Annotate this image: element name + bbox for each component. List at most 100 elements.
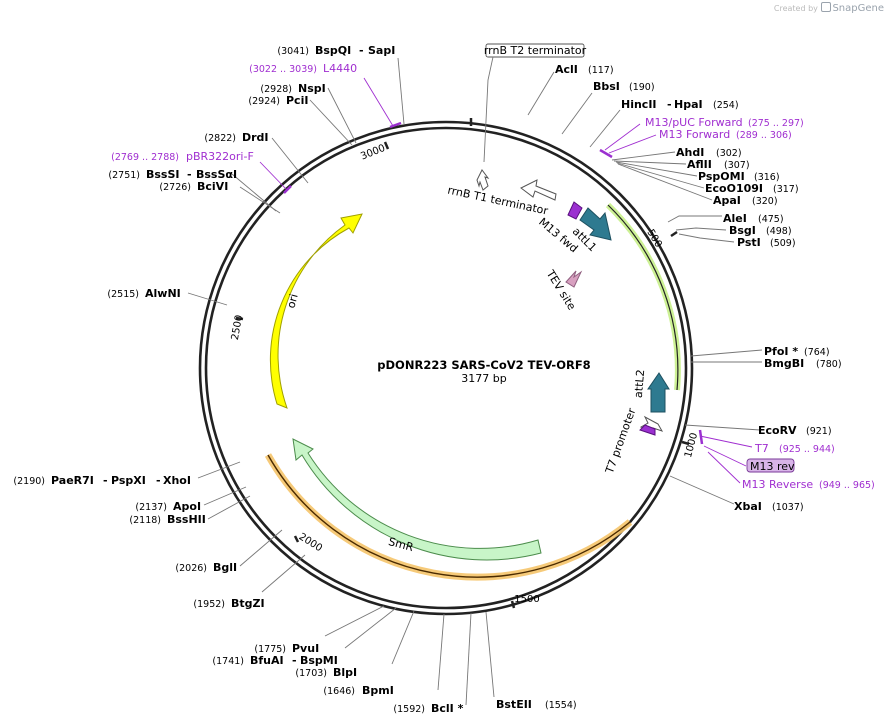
enzyme-blpi[interactable]: (1703)BlpI — [295, 666, 357, 679]
svg-text:PspOMI: PspOMI — [698, 170, 745, 183]
svg-text:(2769 .. 2788): (2769 .. 2788) — [111, 152, 179, 163]
svg-text:(2118): (2118) — [129, 515, 161, 526]
svg-text:(1741): (1741) — [212, 656, 244, 667]
enzyme-psti[interactable]: PstI(509) — [737, 236, 796, 249]
svg-text:HpaI: HpaI — [674, 98, 703, 111]
enzyme-alei[interactable]: AleI(475) — [723, 212, 784, 225]
svg-text:BssSI: BssSI — [146, 168, 180, 181]
enzyme-paer7i-pspxi-xhoi[interactable]: (2190)PaeR7I-PspXI-XhoI — [13, 474, 191, 487]
enzyme-hincii-hpai[interactable]: HincII-HpaI(254) — [621, 98, 739, 111]
svg-text:(780): (780) — [816, 359, 842, 370]
svg-text:(320): (320) — [752, 196, 778, 207]
enzyme-bspqi-sapi[interactable]: (3041)BspQI-SapI — [277, 44, 395, 57]
feature-rrnb-t1-terminator[interactable]: rrnB T1 terminator — [446, 169, 557, 218]
snapgene-logo-icon — [821, 2, 832, 12]
enzyme-bsshii[interactable]: (2118)BssHII — [129, 513, 205, 526]
enzyme-drdi[interactable]: (2822) DrdI — [204, 131, 268, 144]
primer-t7[interactable]: T7(925 .. 944) — [754, 442, 835, 455]
svg-text:(2515): (2515) — [107, 289, 139, 300]
plasmid-name: pDONR223 SARS-CoV2 TEV-ORF8 — [377, 358, 590, 372]
enzyme-bmgbi[interactable]: BmgBI(780) — [764, 357, 842, 370]
enzyme-pfoi[interactable]: PfoI *(764) — [764, 345, 830, 358]
enzyme-bbsi[interactable]: BbsI(190) — [593, 80, 655, 93]
primer-l4440[interactable]: (3022 .. 3039)L4440 — [249, 62, 357, 75]
smr-orf-arc — [267, 454, 631, 578]
svg-text:(1554): (1554) — [545, 700, 577, 711]
tick-marks — [235, 118, 690, 609]
svg-text:PvuI: PvuI — [292, 642, 319, 655]
svg-text:DrdI: DrdI — [242, 131, 269, 144]
svg-text:(2190): (2190) — [13, 476, 45, 487]
svg-text:BspMI: BspMI — [300, 654, 338, 667]
svg-text:XhoI: XhoI — [163, 474, 191, 487]
enzyme-ahdi[interactable]: AhdI(302) — [676, 146, 742, 159]
svg-text:(2026): (2026) — [175, 563, 207, 574]
svg-text:EcoO109I: EcoO109I — [705, 182, 763, 195]
feature-t7-promoter[interactable]: T7 promoter — [603, 406, 664, 476]
primer-leader-lines — [259, 77, 753, 484]
svg-text:(302): (302) — [716, 148, 742, 159]
primer-m13-puc-forward[interactable]: M13/pUC Forward(275 .. 297) — [645, 116, 804, 129]
svg-text:(2137): (2137) — [135, 502, 167, 513]
enzyme-apoi[interactable]: (2137)ApoI — [135, 500, 201, 513]
svg-text:-: - — [103, 474, 108, 487]
svg-text:-: - — [667, 98, 672, 111]
primer-m13-rev[interactable]: M13 rev — [746, 458, 795, 473]
svg-text:(2822): (2822) — [204, 133, 236, 144]
enzyme-acli[interactable]: AclI(117) — [555, 63, 614, 76]
feature-label-attl2: attL2 — [632, 369, 647, 399]
enzyme-alwni[interactable]: (2515) AlwNI — [107, 287, 180, 300]
plasmid-length: 3177 bp — [461, 372, 506, 385]
svg-text:(3041): (3041) — [277, 46, 309, 57]
boxed-feature-rrnb-t2[interactable]: rrnB T2 terminator — [483, 43, 587, 163]
enzyme-bpmi[interactable]: (1646)BpmI — [323, 684, 393, 697]
svg-text:PfoI *: PfoI * — [764, 345, 798, 358]
feature-label-smr: SmR — [387, 535, 415, 554]
boxed-feature-label: rrnB T2 terminator — [484, 44, 587, 57]
svg-text:PciI: PciI — [286, 94, 308, 107]
svg-text:AlwNI: AlwNI — [145, 287, 181, 300]
backbone — [198, 120, 694, 616]
enzyme-pcii[interactable]: (2924)PciI — [248, 94, 308, 107]
enzyme-apai[interactable]: ApaI(320) — [713, 194, 778, 207]
enzyme-pspomi[interactable]: PspOMI(316) — [698, 170, 780, 183]
feature-attl2[interactable]: attL2 — [632, 369, 670, 413]
feature-label-t7-promoter: T7 promoter — [603, 406, 639, 476]
svg-text:M13 Reverse: M13 Reverse — [742, 478, 813, 491]
enzyme-nspi[interactable]: (2928)NspI — [260, 82, 325, 95]
enzyme-btgzi[interactable]: (1952)BtgZI — [193, 597, 264, 610]
svg-text:AleI: AleI — [723, 212, 747, 225]
feature-smr[interactable]: SmR — [292, 438, 542, 561]
svg-text:(275 .. 297): (275 .. 297) — [748, 118, 804, 129]
enzyme-ecorv[interactable]: EcoRV(921) — [758, 424, 832, 437]
enzyme-bgli[interactable]: (2026)BglI — [175, 561, 237, 574]
primer-m13-forward[interactable]: M13 Forward(289 .. 306) — [659, 128, 792, 141]
enzyme-aflii[interactable]: AflII(307) — [687, 158, 750, 171]
svg-text:EcoRV: EcoRV — [758, 424, 797, 437]
enzyme-pvui[interactable]: (1775) PvuI — [254, 642, 319, 655]
svg-text:AflII: AflII — [687, 158, 712, 171]
svg-text:(1775): (1775) — [254, 644, 286, 655]
enzyme-bcivi[interactable]: (2726)BciVI — [159, 180, 228, 193]
feature-ori[interactable]: ori — [269, 213, 363, 409]
enzyme-bfuai-bspmi[interactable]: (1741)BfuAI-BspMI — [212, 654, 337, 667]
svg-text:BssSαI: BssSαI — [196, 168, 237, 181]
enzyme-bcli[interactable]: (1592)BclI * — [393, 702, 463, 715]
enzyme-bsgi[interactable]: BsgI(498) — [729, 224, 792, 237]
enzyme-bsteii[interactable]: BstEII (1554) — [496, 698, 577, 711]
enzyme-ecoo109i[interactable]: EcoO109I(317) — [705, 182, 799, 195]
enzyme-bsssi-bsssai[interactable]: (2751)BssSI-BssSαI — [108, 168, 237, 181]
credit-prefix: Created by — [773, 4, 818, 13]
tick-label: 3000 — [359, 143, 387, 163]
enzyme-xbai[interactable]: XbaI(1037) — [734, 500, 804, 513]
svg-text:SapI: SapI — [368, 44, 395, 57]
svg-text:(2726): (2726) — [159, 182, 191, 193]
enzyme-labels: AclI(117) BbsI(190) HincII-HpaI(254) Ahd… — [496, 63, 842, 711]
primer-m13-reverse[interactable]: M13 Reverse(949 .. 965) — [742, 478, 875, 491]
primer-pbr322ori-f[interactable]: (2769 .. 2788)pBR322ori-F — [111, 150, 254, 163]
feature-tev-site[interactable]: TEV site — [543, 267, 583, 313]
svg-text:PstI: PstI — [737, 236, 761, 249]
svg-text:BspQI: BspQI — [315, 44, 351, 57]
feature-label-ori: ori — [284, 292, 300, 309]
svg-text:BstEII: BstEII — [496, 698, 532, 711]
